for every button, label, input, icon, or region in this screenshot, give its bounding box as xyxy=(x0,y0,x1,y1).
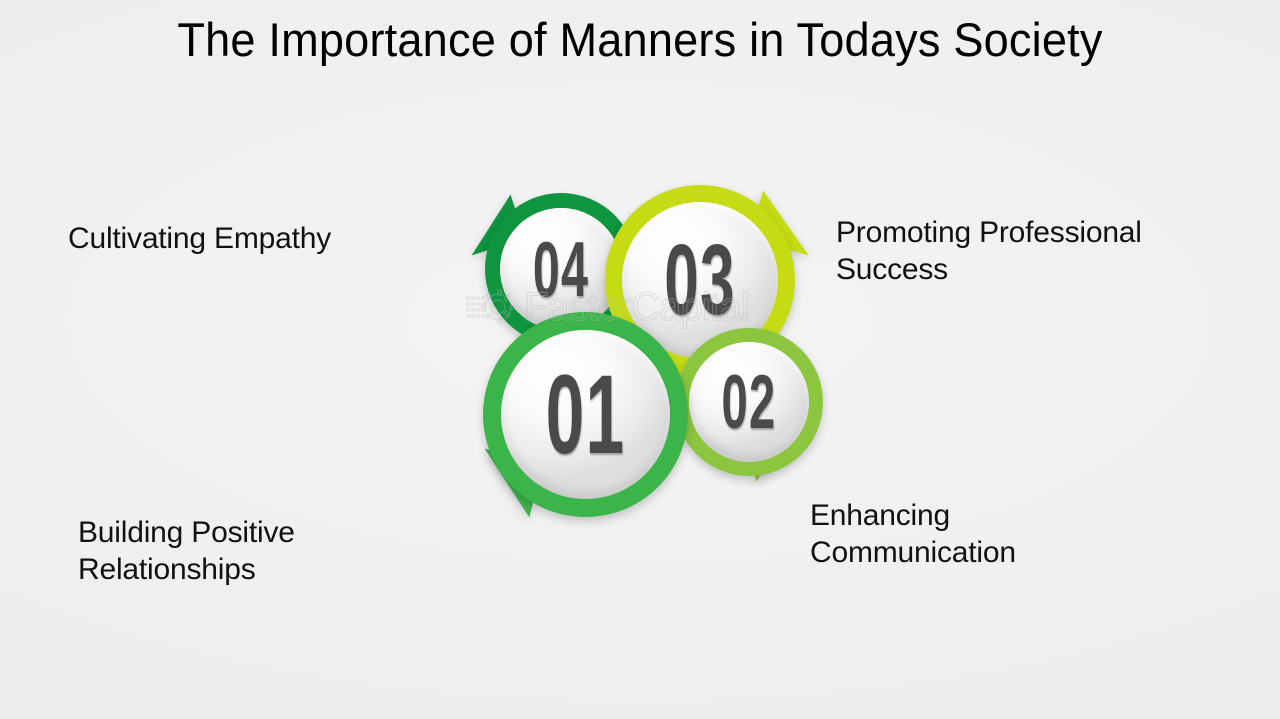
bubble-number-01: 01 xyxy=(545,352,626,477)
bubble-02[interactable]: 02 xyxy=(675,328,823,476)
bubble-label-02: Enhancing Communication xyxy=(810,499,1016,570)
bubble-number-02: 02 xyxy=(721,359,777,445)
bubble-label-04: Cultivating Empathy xyxy=(68,222,331,255)
page-title: The Importance of Manners in Todays Soci… xyxy=(177,13,1103,66)
bubble-number-04: 04 xyxy=(532,224,590,313)
bubble-number-03: 03 xyxy=(664,223,736,336)
bubble-disc-04 xyxy=(500,208,622,330)
bubble-label-03: Promoting Professional Success xyxy=(836,216,1142,287)
bubble-01[interactable]: 01 xyxy=(483,312,688,517)
bubble-disc-01 xyxy=(501,330,670,499)
bubble-disc-02 xyxy=(689,342,809,462)
bubble-label-01: Building Positive Relationships xyxy=(78,516,295,587)
speech-bubble-diagram: 04 03 02 01 xyxy=(455,180,845,550)
